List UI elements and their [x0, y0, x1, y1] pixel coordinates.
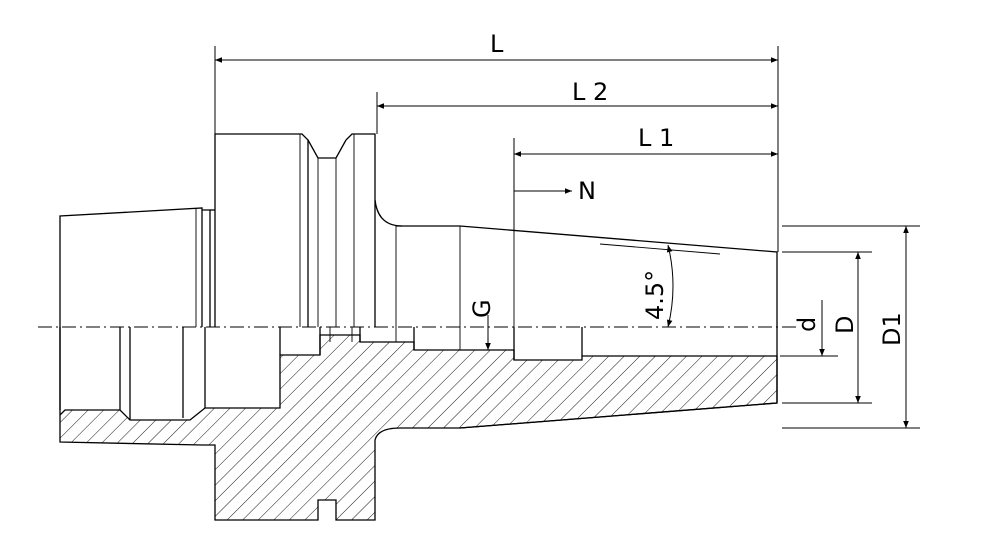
label-N: N	[578, 177, 596, 205]
label-L: L	[490, 30, 504, 58]
label-angle: 4.5°	[641, 270, 669, 320]
label-d: d	[793, 317, 821, 332]
dimension-angle	[599, 243, 721, 328]
label-L1: L 1	[638, 124, 674, 152]
dimension-D1	[782, 225, 920, 429]
dimension-d	[780, 300, 838, 357]
upper-outline	[59, 133, 778, 327]
label-G: G	[468, 299, 496, 318]
label-D: D	[831, 316, 859, 334]
dimension-L1	[513, 138, 778, 232]
dimension-L2	[376, 92, 778, 134]
label-L2: L 2	[572, 78, 608, 106]
dimension-L	[214, 46, 779, 252]
dimension-D	[782, 251, 872, 404]
lower-section	[59, 327, 778, 521]
label-D1: D1	[878, 312, 906, 346]
